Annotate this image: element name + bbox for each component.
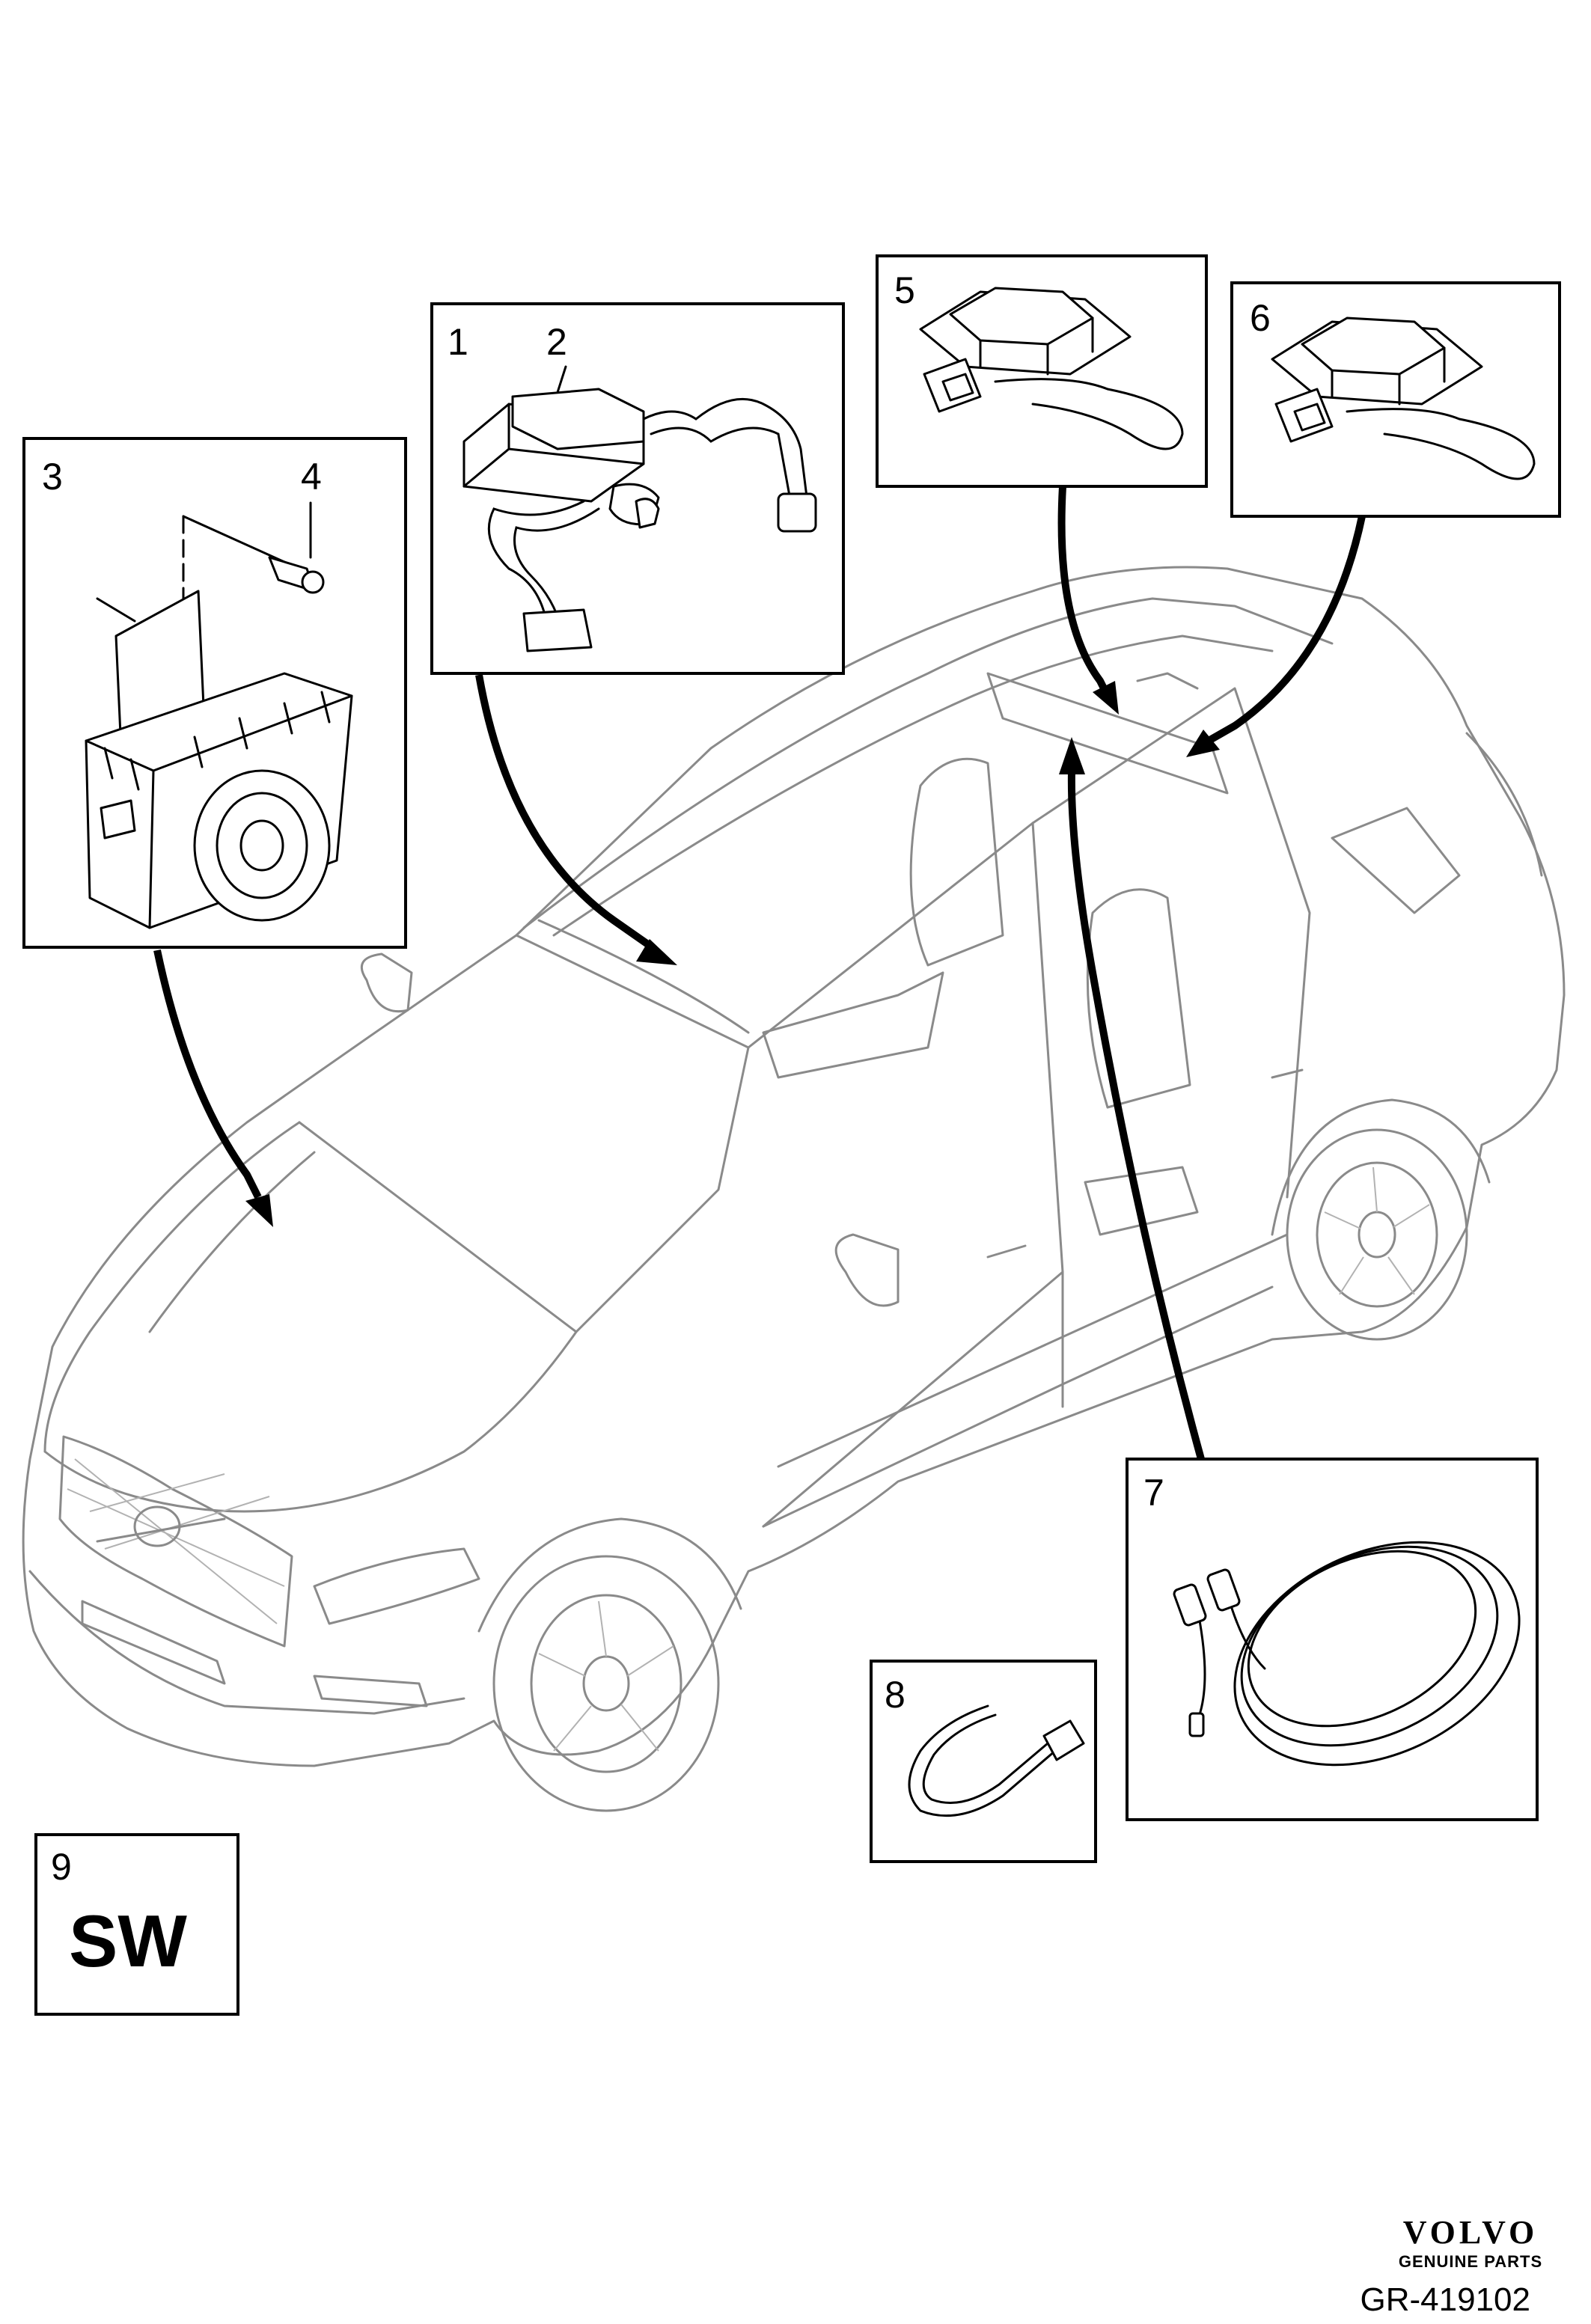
brand-name: VOLVO	[1403, 2214, 1539, 2251]
callout-4: 4	[301, 456, 322, 498]
siren-illustration	[85, 515, 353, 929]
part-box-6: 6	[1230, 281, 1561, 518]
part-box-9: 9 SW	[34, 1833, 239, 2016]
cable-tie-illustration	[908, 1704, 1085, 1817]
part-box-1-2: 1 2	[430, 302, 845, 675]
coaxial-cable-illustration	[1173, 1541, 1521, 1767]
callout-6: 6	[1250, 297, 1271, 339]
box-frame	[870, 1660, 1097, 1863]
callout-8: 8	[885, 1674, 906, 1716]
part-box-5: 5	[876, 254, 1208, 488]
leader-arrows	[153, 486, 1366, 1461]
callout-7: 7	[1143, 1472, 1164, 1514]
control-module-illustration	[462, 388, 817, 652]
part-box-8: 8	[870, 1660, 1097, 1863]
sensor-module-5-illustration	[919, 287, 1184, 450]
brand-tagline: GENUINE PARTS	[1399, 2252, 1542, 2271]
reference-code: GR-419102	[1361, 2281, 1530, 2318]
brand-block: VOLVO GENUINE PARTS GR-419102	[1361, 2214, 1542, 2318]
software-box	[34, 1833, 239, 2016]
callout-1: 1	[448, 321, 468, 363]
callout-9: 9	[51, 1846, 72, 1888]
part-box-7: 7	[1126, 1458, 1539, 1821]
callout-3: 3	[42, 456, 63, 498]
software-badge: SW	[69, 1900, 187, 1982]
callout-2: 2	[546, 321, 567, 363]
callout-5: 5	[894, 269, 915, 311]
sensor-module-6-illustration	[1271, 317, 1536, 480]
part-box-3-4: 3 4	[22, 437, 407, 949]
